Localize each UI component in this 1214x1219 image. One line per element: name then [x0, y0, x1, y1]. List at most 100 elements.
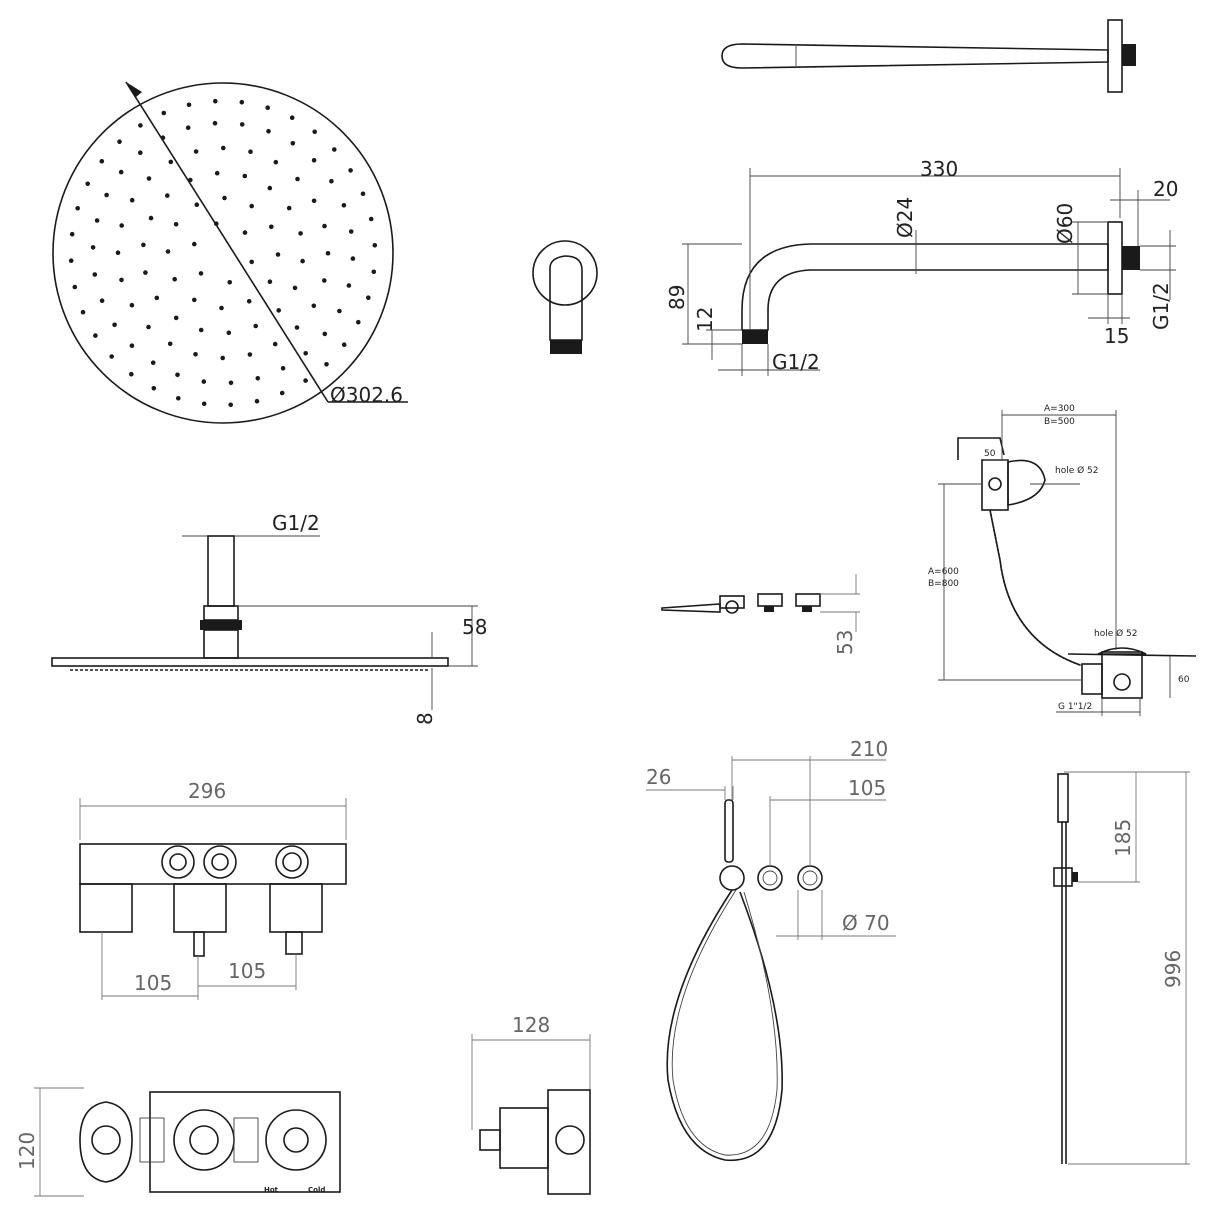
- nozzle: [267, 185, 273, 191]
- arm-top-flange: [1107, 19, 1123, 93]
- nozzle: [289, 115, 295, 120]
- bath-length-b: B=500: [1044, 417, 1075, 427]
- arm-top-thread: [1122, 44, 1136, 66]
- nozzle: [322, 331, 328, 337]
- nozzle: [356, 319, 361, 325]
- nozzle: [279, 390, 285, 396]
- nozzle: [329, 178, 334, 184]
- label-cold: Cold: [308, 1186, 325, 1194]
- flange-depth: 20: [1153, 177, 1178, 201]
- nozzle: [151, 386, 157, 391]
- overflow-hook: [957, 437, 1005, 460]
- nozzle: [360, 191, 366, 197]
- nozzle: [239, 122, 245, 127]
- side-head-plate-thickness: 8: [413, 712, 437, 725]
- nozzle: [292, 285, 298, 291]
- nozzle: [300, 258, 305, 264]
- nozzle: [173, 315, 179, 321]
- nozzle: [92, 272, 98, 277]
- nozzle: [228, 380, 234, 386]
- nozzle: [276, 308, 282, 313]
- valve-top-inlet: [79, 1101, 133, 1183]
- nozzle: [348, 168, 353, 173]
- nozzle: [80, 309, 86, 315]
- elbow-rosette: [532, 240, 598, 306]
- diverter-valve: 128: [471, 1013, 591, 1195]
- cartridge-1: [79, 883, 133, 933]
- nozzle: [290, 141, 296, 146]
- nozzle: [253, 323, 258, 329]
- pipe-diameter: Ø24: [893, 197, 917, 238]
- shower-head-top-view: Ø302.6: [52, 81, 408, 424]
- nozzle: [295, 176, 300, 182]
- nozzle: [143, 270, 148, 275]
- nozzle: [350, 256, 356, 261]
- bath-height-a: A=600: [928, 567, 959, 577]
- cartridge-2: [173, 883, 227, 933]
- nozzle: [265, 105, 271, 110]
- handset-spacing: 105: [848, 776, 886, 800]
- nozzle: [201, 379, 207, 384]
- valve-body-top-view: 120 Hot Cold: [15, 1087, 341, 1197]
- nozzle: [90, 245, 96, 250]
- nozzle: [272, 341, 278, 347]
- nozzle: [104, 192, 109, 198]
- valve-plate-height: 53: [833, 630, 857, 655]
- arm-side-outline: [741, 243, 1109, 331]
- valve-handle-side-1: [757, 593, 783, 607]
- nozzle: [311, 198, 317, 204]
- nozzle: [269, 224, 274, 230]
- nozzle: [146, 324, 151, 330]
- nozzle: [341, 203, 347, 208]
- nozzle: [165, 193, 170, 198]
- hose-length: 996: [1161, 950, 1185, 988]
- nozzle: [222, 195, 227, 201]
- arm-side-flange: [1107, 221, 1123, 295]
- nozzle: [312, 129, 318, 135]
- valve-top-port-1: [173, 1109, 235, 1171]
- nozzle: [248, 149, 253, 154]
- nozzle: [219, 305, 224, 311]
- nozzle: [324, 362, 329, 367]
- nozzle: [192, 297, 197, 303]
- side-head-thread: G1/2: [272, 511, 320, 535]
- nozzle: [214, 170, 220, 176]
- valve-port-1: [161, 845, 195, 879]
- nozzle: [201, 401, 207, 407]
- bath-offset: 50: [984, 449, 996, 459]
- valve-handle-2: [797, 865, 823, 891]
- nozzle: [167, 341, 173, 347]
- nozzle: [185, 125, 191, 130]
- nozzle: [94, 218, 100, 223]
- handset-holder-side: [661, 603, 721, 613]
- nozzle: [286, 205, 292, 211]
- nozzle: [303, 351, 309, 356]
- nozzle: [118, 169, 124, 175]
- nozzle: [168, 159, 174, 165]
- diverter-depth: 128: [512, 1013, 550, 1037]
- nozzle: [280, 366, 286, 371]
- arm-length: 330: [920, 157, 958, 181]
- nozzle: [193, 352, 198, 357]
- nozzle: [242, 173, 248, 179]
- nozzle: [198, 271, 204, 276]
- nozzle: [99, 298, 105, 304]
- valve-top-body: [149, 1091, 341, 1193]
- nozzle: [322, 278, 327, 283]
- shower-head-outline: [52, 82, 394, 424]
- nozzle: [246, 299, 252, 304]
- nozzle: [368, 216, 374, 222]
- nozzle: [154, 295, 160, 301]
- bath-thread: G 1"1/2: [1058, 702, 1092, 712]
- arm-side-wall-thread: [1122, 246, 1140, 270]
- handset-side-view: 185 996: [1053, 771, 1190, 1165]
- nozzle: [176, 396, 181, 401]
- nozzle: [186, 102, 192, 108]
- arm-top-outline: [721, 43, 1109, 69]
- nozzle: [173, 222, 179, 227]
- waste-trap: [1101, 651, 1143, 699]
- nozzle: [109, 354, 114, 359]
- valve-plate-side-view: 53: [661, 574, 860, 655]
- nozzle: [371, 269, 377, 275]
- nozzle: [337, 308, 342, 314]
